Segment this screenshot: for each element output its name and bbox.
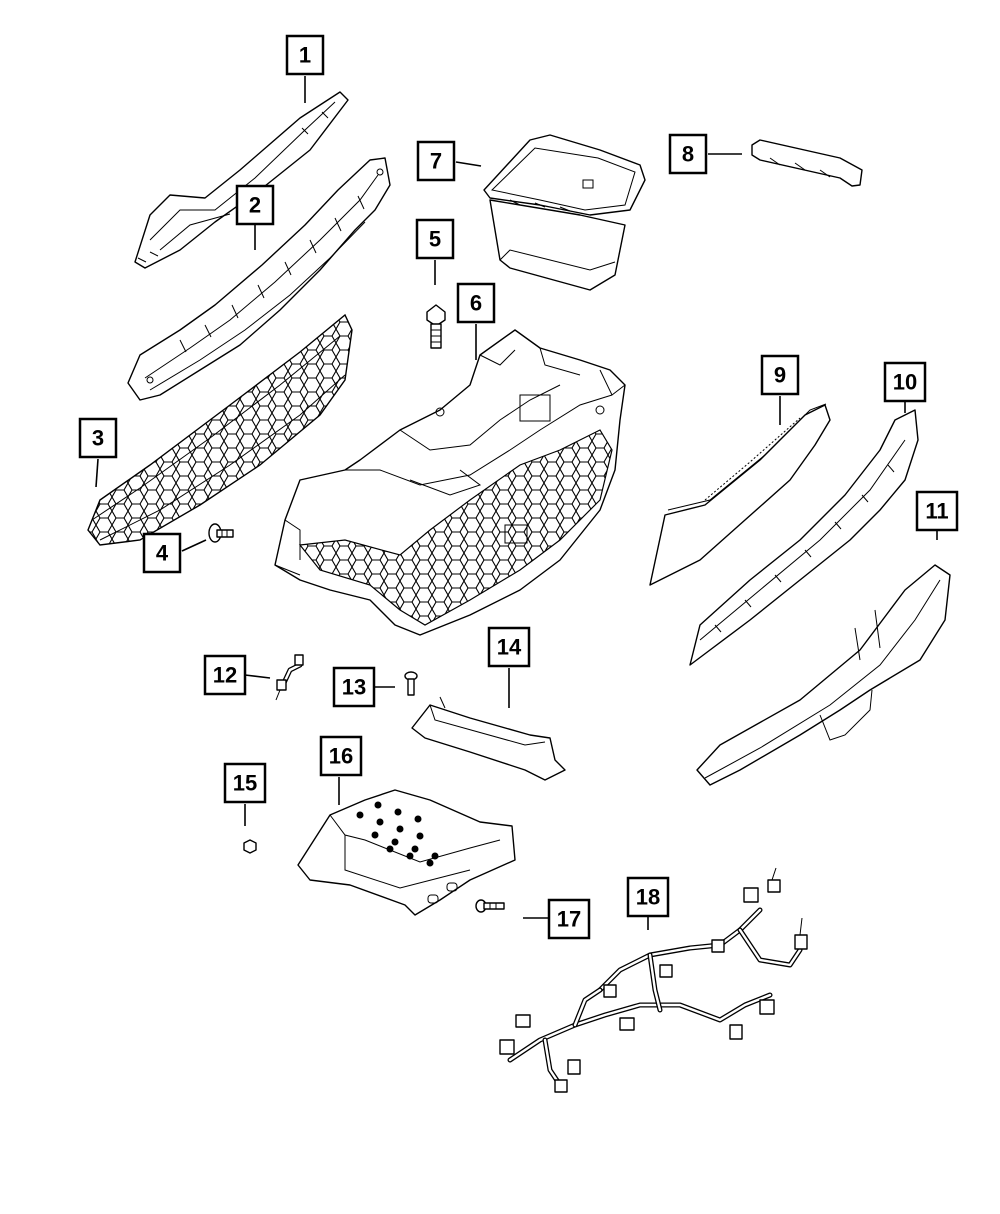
part-14-bracket (411, 696, 566, 781)
leader-lines (95, 76, 938, 930)
callout-label-6: 6 (470, 291, 482, 316)
callout-label-17: 17 (557, 907, 581, 932)
part-10-side-trim (689, 409, 919, 666)
part-13-screw (404, 671, 418, 696)
part-18-wiring-harness (499, 867, 808, 1093)
part-5-bolt (426, 304, 446, 349)
callout-label-14: 14 (497, 635, 522, 660)
part-15-nut (243, 839, 257, 854)
callout-1: 1 (285, 34, 325, 76)
callout-label-10: 10 (893, 370, 917, 395)
callout-label-12: 12 (213, 663, 237, 688)
part-12-wire (275, 654, 304, 701)
callout-label-18: 18 (636, 885, 660, 910)
callout-13: 13 (332, 666, 376, 708)
part-17-bolt (475, 899, 505, 913)
callout-10: 10 (883, 361, 927, 403)
callout-11: 11 (915, 490, 959, 532)
callout-18: 18 (626, 876, 670, 918)
callout-label-8: 8 (682, 142, 694, 167)
part-2-side-bracket (127, 157, 391, 401)
callout-16: 16 (319, 735, 363, 777)
part-8-cover (751, 139, 863, 187)
part-1-trim-strip (134, 91, 349, 269)
callout-label-2: 2 (249, 193, 261, 218)
callout-7: 7 (416, 140, 456, 182)
callout-label-3: 3 (92, 426, 104, 451)
callout-label-1: 1 (299, 43, 311, 68)
callout-2: 2 (235, 184, 275, 226)
callout-6: 6 (456, 282, 496, 324)
callout-label-9: 9 (774, 363, 786, 388)
callout-9: 9 (760, 354, 800, 396)
callout-label-7: 7 (430, 149, 442, 174)
part-7-storage-bin (483, 134, 646, 291)
part-9-trim-panel (649, 403, 831, 586)
callout-3: 3 (78, 417, 118, 459)
callout-label-5: 5 (429, 227, 441, 252)
callout-4: 4 (142, 532, 182, 574)
callout-label-15: 15 (233, 771, 257, 796)
callout-12: 12 (203, 654, 247, 696)
part-4-push-pin (208, 523, 234, 543)
callout-label-11: 11 (925, 499, 948, 524)
part-16-base-plate (297, 789, 516, 916)
callout-17: 17 (547, 898, 591, 940)
callout-8: 8 (668, 133, 708, 175)
callout-14: 14 (487, 626, 531, 668)
part-11-armrest-cover (696, 564, 951, 786)
callout-5: 5 (415, 218, 455, 260)
callout-label-4: 4 (156, 541, 169, 566)
callout-label-13: 13 (342, 675, 366, 700)
part-6-console-frame (274, 329, 626, 636)
callout-15: 15 (223, 762, 267, 804)
callout-label-16: 16 (329, 744, 353, 769)
